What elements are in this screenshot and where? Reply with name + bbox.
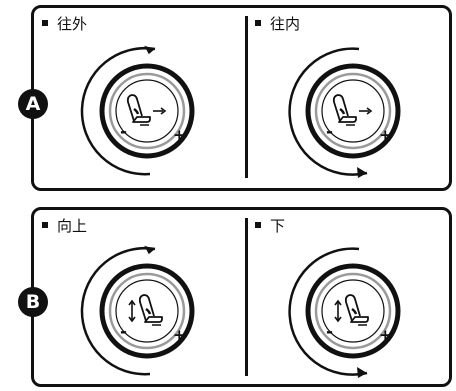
plus-label: + — [173, 326, 186, 344]
panel-a-right-knob[interactable]: - + — [278, 46, 428, 186]
panel-b-right-caption: 下 — [255, 217, 285, 235]
panel-b-badge: B — [18, 287, 48, 317]
plus-label: + — [379, 326, 392, 344]
seat-height-up-down-icon — [334, 293, 370, 327]
panel-b-divider — [245, 218, 248, 376]
bullet-icon — [42, 221, 48, 228]
seat-lumbar-forward-icon — [332, 93, 373, 127]
panel-b-seat-height: 向上 下 - + - + — [31, 207, 452, 387]
panel-a-right-caption: 往内 — [255, 15, 300, 33]
counterclockwise-arrow-icon — [288, 47, 368, 176]
plus-label: + — [379, 126, 392, 144]
bullet-icon — [255, 221, 261, 228]
clockwise-arrow-icon — [80, 247, 156, 376]
panel-b-right-knob[interactable]: - + — [278, 246, 428, 386]
panel-a-divider — [245, 16, 248, 178]
bullet-icon — [42, 19, 48, 26]
panel-a-badge: A — [18, 89, 48, 119]
panel-a-left-knob[interactable]: - + — [72, 45, 222, 186]
minus-label: - — [120, 322, 127, 342]
panel-b-left-caption: 向上 — [42, 217, 87, 235]
minus-label: - — [326, 322, 333, 342]
panel-a-left-caption: 往外 — [42, 15, 87, 33]
minus-label: - — [326, 122, 333, 142]
minus-label: - — [120, 122, 127, 142]
bullet-icon — [255, 19, 261, 26]
seat-lumbar-forward-icon — [126, 93, 167, 127]
seat-height-up-down-icon — [128, 293, 164, 327]
clockwise-arrow-icon — [80, 47, 156, 176]
plus-label: + — [173, 126, 186, 144]
counterclockwise-arrow-icon — [288, 247, 368, 376]
panel-b-left-knob[interactable]: - + — [72, 245, 222, 386]
panel-a-lumbar: 往外 往内 - + - + — [31, 5, 452, 191]
